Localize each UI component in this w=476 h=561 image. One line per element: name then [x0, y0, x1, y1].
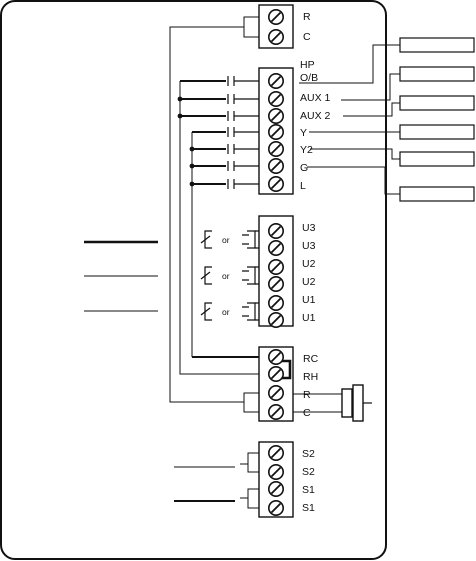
or-label-u2: or	[222, 271, 230, 281]
terminal-label-l: L	[300, 180, 306, 192]
terminal-label-y: Y	[300, 127, 307, 139]
or-label-u1: or	[222, 307, 230, 317]
terminal-label-u1-a: U1	[302, 294, 316, 306]
terminal-label-s1-b: S1	[302, 502, 315, 514]
terminal-label-aux1: AUX 1	[300, 92, 331, 104]
equipment-box-6	[400, 187, 474, 201]
terminal-label-u2-b: U2	[302, 276, 316, 288]
input-contacts	[201, 231, 259, 320]
sensor-terminal-labels: S2 S2 S1 S1	[302, 448, 315, 514]
thermostat-housing	[1, 1, 386, 559]
or-label-u3: or	[222, 235, 230, 245]
terminal-label-aux2: AUX 2	[300, 110, 331, 122]
input-field-wires	[84, 242, 158, 311]
equipment-box-2	[400, 67, 474, 81]
terminal-label-rc: RC	[303, 353, 319, 365]
terminal-label-s2-b: S2	[302, 466, 315, 478]
equipment-box-1	[400, 38, 474, 52]
terminal-label-g: G	[300, 162, 308, 174]
top-terminal-labels: R C	[303, 11, 311, 43]
terminal-label-hp: HP	[300, 59, 315, 71]
terminal-label-u2-a: U2	[302, 258, 316, 270]
terminal-screws	[269, 10, 283, 515]
input-terminal-labels: U3 U3 U2 U2 U1 U1	[302, 222, 316, 324]
internal-bus-wires	[178, 81, 259, 374]
equipment-box-5	[400, 152, 474, 166]
terminal-label-rh: RH	[303, 371, 318, 383]
equipment-box-3	[400, 96, 474, 110]
transformer-symbol	[342, 385, 372, 421]
terminal-label-u3-a: U3	[302, 222, 316, 234]
terminal-label-c: C	[303, 31, 311, 43]
power-terminal-labels: RC RH R C	[303, 353, 319, 419]
equipment-boxes	[400, 38, 474, 201]
terminal-label-u1-b: U1	[302, 312, 316, 324]
or-labels: or or or	[222, 235, 230, 317]
relay-contacts	[228, 76, 259, 189]
terminal-label-ob: O/B	[300, 72, 318, 84]
terminal-label-r-power: R	[303, 389, 311, 401]
terminal-label-y2: Y2	[300, 144, 313, 156]
top-rc-wiring	[170, 17, 259, 402]
equipment-box-4	[400, 125, 474, 139]
terminal-label-r: R	[303, 11, 311, 23]
terminal-label-s1-a: S1	[302, 484, 315, 496]
output-terminal-labels: HP O/B AUX 1 AUX 2 Y Y2 G L	[300, 59, 331, 192]
terminal-label-s2-a: S2	[302, 448, 315, 460]
sensor-wiring	[174, 453, 259, 508]
terminal-label-u3-b: U3	[302, 240, 316, 252]
terminal-label-c-power: C	[303, 407, 311, 419]
